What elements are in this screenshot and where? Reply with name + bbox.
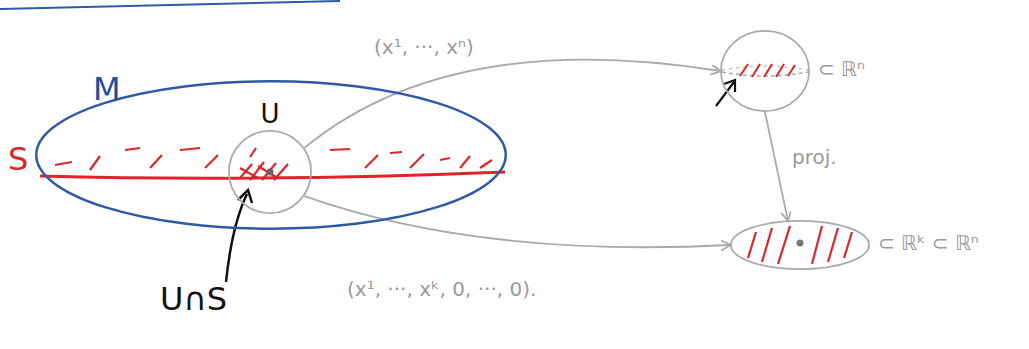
disk-image: ⊂ ℝᵏ ⊂ ℝⁿ — [730, 220, 870, 270]
leader-line — [226, 194, 247, 282]
point — [267, 169, 274, 176]
open-set-label: U — [260, 100, 279, 129]
map-label: proj. — [790, 146, 839, 169]
ellipse-outline — [720, 30, 810, 112]
submanifold-label: S — [8, 142, 28, 177]
chart-map-arrow — [304, 60, 720, 148]
ellipse-outline — [730, 220, 870, 270]
manifold-label: M — [93, 72, 121, 107]
ellipse-outline — [228, 130, 312, 214]
manifold-region: MU — [35, 80, 507, 230]
point — [797, 240, 804, 247]
intersection-label: U∩S — [160, 282, 227, 317]
map-label: (x¹, ···, xⁿ) — [372, 36, 476, 59]
map-label: (x¹, ···, xᵏ, 0, ···, 0). — [345, 278, 538, 301]
projection-arrow — [765, 112, 788, 220]
set-label: ⊂ ℝᵏ ⊂ ℝⁿ — [878, 232, 979, 254]
ball-hatching — [740, 64, 795, 77]
ball-pointer — [716, 82, 734, 106]
set-label: ⊂ ℝⁿ — [818, 58, 865, 80]
disk-hatching — [748, 226, 852, 264]
chart-domain: U — [228, 130, 312, 214]
ball-image: ⊂ ℝⁿ — [720, 30, 810, 112]
top-stroke — [0, 1, 340, 9]
